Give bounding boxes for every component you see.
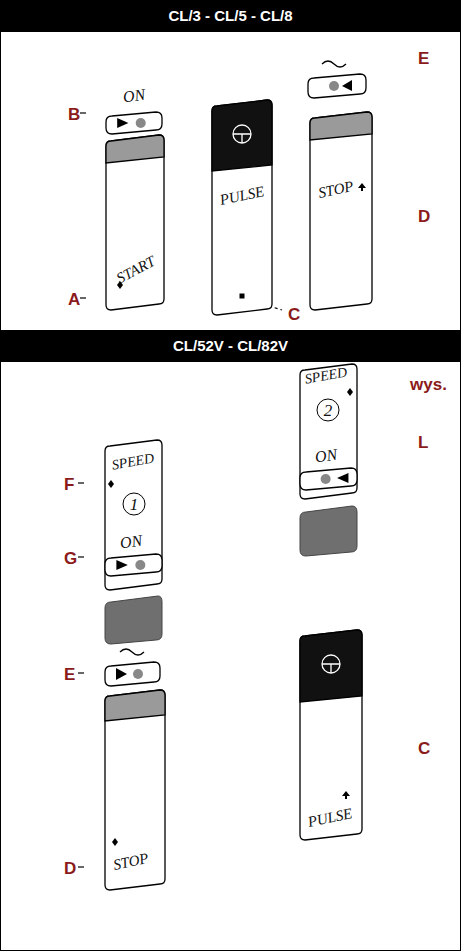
callout-letter: A [68,291,80,308]
callout-letter: C [288,306,300,323]
cap-block [105,596,162,644]
header-band: CL/3 - CL/5 - CL/8 [0,0,461,32]
callout-letter: D [418,208,430,225]
toggle-switch: ON [105,534,162,574]
button-legend: 1 [130,496,139,513]
button-legend: ON [314,447,338,466]
section-border [1,331,461,951]
callout-letter: F [64,476,74,493]
toggle-switch: ON [300,448,357,488]
tilde-switch [105,649,160,686]
callout-letter: E [64,666,75,683]
callout-letter: C [418,740,430,757]
section-title: CL/52V - CL/82V [0,330,461,362]
header-band: CL/52V - CL/82V [0,330,461,362]
push-button: PULSE [300,630,362,840]
callout-letter: E [418,50,429,67]
button-outline [106,135,164,310]
callout-letter: L [418,434,428,451]
toggle-switch: ON [106,88,162,132]
button-outline [300,630,362,840]
push-button: PULSE [212,100,272,315]
push-button: STOP [310,112,372,310]
push-button: STOP [105,690,165,890]
button-outline [310,112,372,310]
callout-letter: B [68,106,80,123]
button-legend: ON [119,533,143,552]
push-button: SPEED2ON [300,364,357,499]
button-legend: 2 [324,402,333,419]
button-legend: ON [122,87,146,106]
tilde-switch [308,61,366,98]
section-title: CL/3 - CL/5 - CL/8 [0,0,461,32]
push-button: START [106,135,164,310]
callout-letter: G [64,550,77,567]
cap-block [300,506,357,556]
section-border [1,1,461,331]
leader-dash [78,113,86,867]
callout-letter: D [64,860,76,877]
push-button: SPEED1ON [105,440,162,590]
callout-letter: wys. [410,376,447,393]
